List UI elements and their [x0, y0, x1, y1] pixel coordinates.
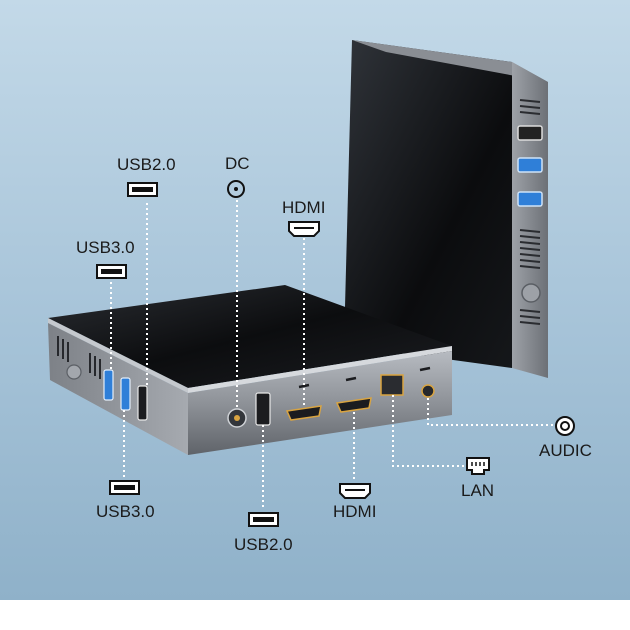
leader-audic: [427, 398, 555, 426]
dc-jack-icon: [227, 180, 245, 198]
standing-device-vents: [519, 99, 541, 325]
audio-jack-icon: [555, 416, 575, 436]
label-lan: LAN: [461, 481, 494, 500]
leader-lines: [110, 200, 555, 510]
flat-device-usb2-side-port: [137, 385, 148, 421]
flat-device-usb3-port-2: [120, 377, 131, 411]
flat-device-usb3-port-1: [103, 369, 114, 401]
flat-device-hdmi-port-2: [335, 397, 372, 413]
flat-device-audio-jack: [421, 384, 435, 398]
flat-device-lan-port: [380, 374, 404, 396]
label-usb2-top: USB2.0: [117, 155, 176, 174]
label-usb3-bottom: USB3.0: [96, 502, 155, 521]
label-dc: DC: [225, 154, 250, 173]
standing-device: [344, 40, 548, 378]
label-usb3-left: USB3.0: [76, 238, 135, 257]
hdmi-port-icon: [288, 221, 320, 237]
flat-device-left-side: [48, 323, 188, 455]
flat-device-top: [48, 285, 452, 388]
flat-device-hdmi-port-1: [285, 405, 322, 421]
standing-device-usb3-port-1: [517, 157, 543, 173]
standing-device-edge: [352, 40, 548, 82]
standing-device-usb3-port-2: [517, 191, 543, 207]
flat-device-usb2-front-port: [255, 392, 271, 426]
hdmi-port-icon: [339, 483, 371, 499]
standing-device-power-button: [521, 283, 541, 303]
flat-device-led-marks: [298, 366, 431, 389]
standing-device-face: [344, 40, 512, 368]
label-usb2-bottom: USB2.0: [234, 535, 293, 554]
leader-lan: [392, 395, 465, 467]
flat-device-top-rim-right: [188, 346, 452, 393]
usb-port-icon: [248, 512, 279, 527]
bottom-white-band: [0, 600, 630, 630]
flat-device-dc-jack-pin: [234, 415, 240, 421]
label-audic: AUDIC: [539, 441, 592, 460]
flat-device-top-rim: [48, 318, 188, 393]
flat-device: [48, 285, 452, 455]
standing-device-side: [512, 62, 548, 378]
flat-device-power-button: [66, 364, 82, 380]
lan-port-icon: [466, 457, 490, 475]
label-hdmi-bottom: HDMI: [333, 502, 376, 521]
standing-device-usb2-port: [517, 125, 543, 141]
usb-port-icon: [109, 480, 140, 495]
usb-port-icon: [127, 182, 158, 197]
flat-device-vents: [57, 336, 101, 379]
usb-port-icon: [96, 264, 127, 279]
label-hdmi-top: HDMI: [282, 198, 325, 217]
